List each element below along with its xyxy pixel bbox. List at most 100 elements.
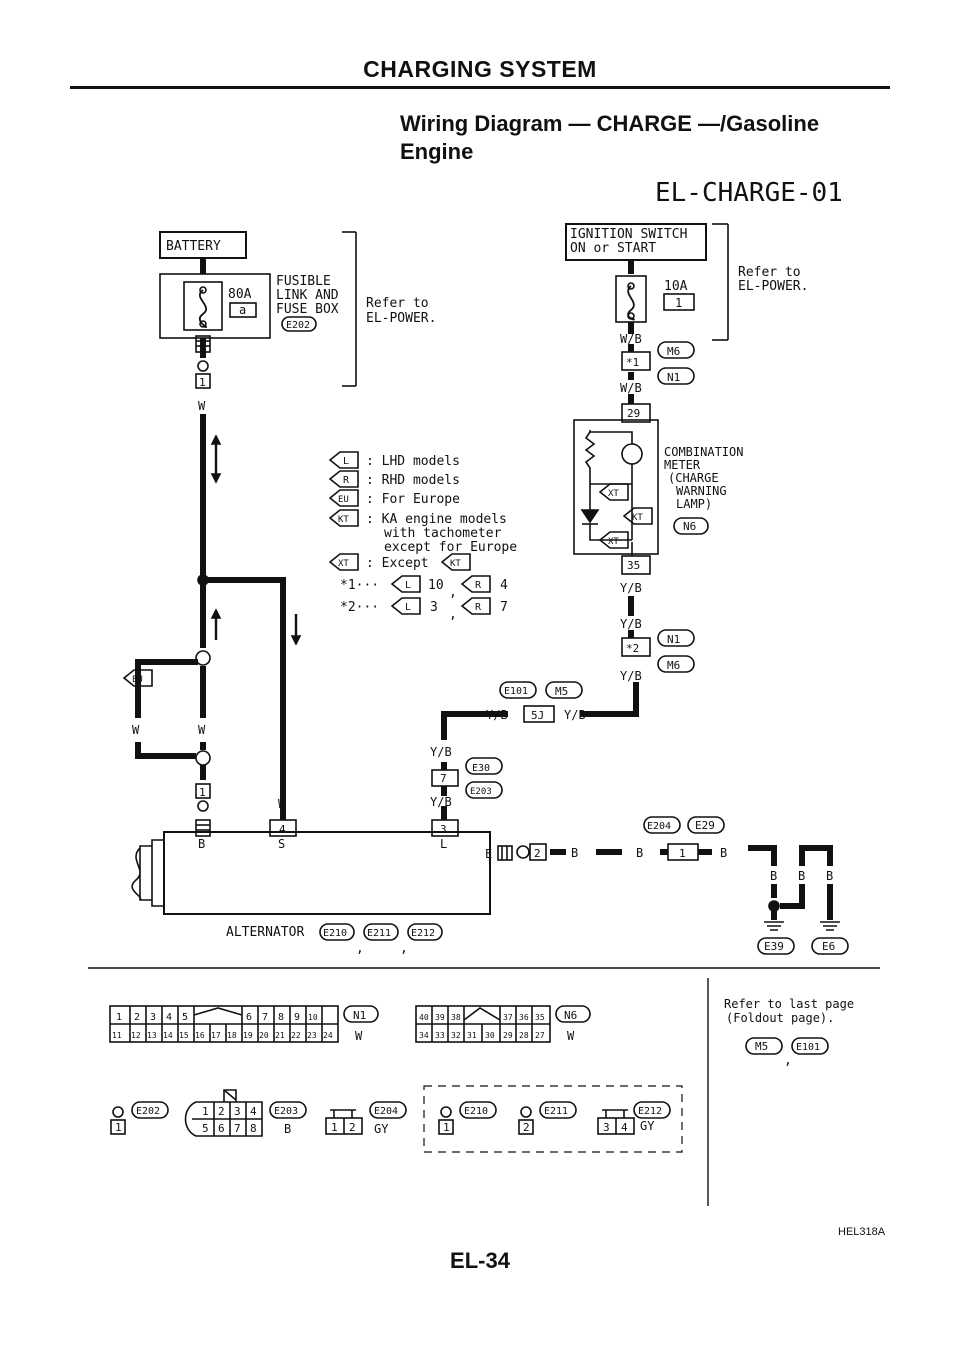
e202-term: 1 xyxy=(115,1121,122,1134)
e202-id: E202 xyxy=(136,1106,160,1117)
n1-t1: 1 xyxy=(116,1012,122,1023)
legend-tag-eu: EU xyxy=(338,495,349,505)
n6-t40: 40 xyxy=(419,1013,429,1022)
ignition-switch-box xyxy=(565,223,707,261)
e204-id: E204 xyxy=(374,1106,398,1117)
fuse-box-label-2: LINK AND xyxy=(276,288,339,303)
alt-label-s: S xyxy=(278,837,285,851)
n1-t14: 14 xyxy=(163,1031,173,1040)
n6-color: W xyxy=(567,1029,575,1043)
diode-symbol xyxy=(580,509,600,524)
e204-t2: 2 xyxy=(349,1121,356,1134)
legend-star2-tag-r: R xyxy=(475,602,482,613)
n6-t28: 28 xyxy=(519,1031,529,1040)
ground-wire-5: B xyxy=(798,869,805,883)
n1-id: N1 xyxy=(353,1009,366,1022)
meter-term-in: 29 xyxy=(627,407,640,420)
e203-t1: 1 xyxy=(202,1105,209,1118)
n6-t32: 32 xyxy=(451,1031,461,1040)
alt-label-b: B xyxy=(198,837,205,851)
alt-term-s: 4 xyxy=(279,823,286,836)
header-rule xyxy=(70,86,890,89)
alt-label-l: L xyxy=(440,837,447,851)
alternator-comma-1: , xyxy=(356,941,364,956)
n1-t20: 20 xyxy=(259,1031,269,1040)
n1-t22: 22 xyxy=(291,1031,301,1040)
right-wire-2: Y/B xyxy=(620,669,642,683)
n6-id: N6 xyxy=(564,1009,577,1022)
diagram-code: EL-CHARGE-01 xyxy=(655,178,843,208)
legend-tag-kt: KT xyxy=(338,515,349,525)
legend-desc-xt: : Except xyxy=(366,556,429,571)
right-wire-1: Y/B xyxy=(620,617,642,631)
n6-t29: 29 xyxy=(503,1031,513,1040)
legend-star1-l: 10 xyxy=(428,578,444,593)
battery-label: BATTERY xyxy=(166,239,221,254)
e203-t8: 8 xyxy=(250,1122,257,1135)
right-conn-a: N1 xyxy=(667,633,680,646)
foldout-line1: Refer to last page xyxy=(724,997,854,1011)
ground-symbol-e39 xyxy=(764,921,784,931)
n6-t36: 36 xyxy=(519,1013,529,1022)
ignition-conn-term: *1 xyxy=(626,356,639,369)
ignition-wire-bottom: W/B xyxy=(620,381,642,395)
ground-wire-2: B xyxy=(636,846,643,860)
fuse-box-frame xyxy=(159,273,271,339)
joint-conn-a: E101 xyxy=(504,686,528,697)
joint-conn-b: M5 xyxy=(555,685,568,698)
n1-t11: 11 xyxy=(112,1031,122,1040)
alternator-body xyxy=(163,831,491,915)
n6-t31: 31 xyxy=(467,1031,477,1040)
n1-t7: 7 xyxy=(262,1012,268,1023)
fuse-box-inner xyxy=(183,281,223,331)
n6-t39: 39 xyxy=(435,1013,445,1022)
alternator-conn-b: E211 xyxy=(367,928,391,939)
right-conn-b: M6 xyxy=(667,659,680,672)
meter-tag-xt-1: XT xyxy=(608,489,619,499)
n1-t6: 6 xyxy=(246,1012,252,1023)
battery-connector-body xyxy=(195,335,211,353)
connector-n1-terms: 1 2 3 4 5 6 7 8 9 10 11 12 13 14 15 16 1… xyxy=(112,1012,333,1040)
legend-star2-l: 3 xyxy=(430,600,438,615)
figure-id: HEL318A xyxy=(838,1226,886,1238)
ignition-conn-a: M6 xyxy=(667,345,680,358)
alternator-conn-c: E212 xyxy=(411,928,435,939)
alternator-pulley xyxy=(131,839,164,907)
n1-t5: 5 xyxy=(182,1012,188,1023)
meter-connector: N6 xyxy=(683,520,696,533)
b-wire-right: W xyxy=(198,723,206,737)
meter-term-out: 35 xyxy=(627,559,640,572)
meter-tag-xt-2: XT xyxy=(608,537,619,547)
ground-term: 2 xyxy=(534,847,541,860)
legend-star1-comma: , xyxy=(449,585,457,600)
warning-lamp-symbol xyxy=(621,443,643,465)
wire-eu-route xyxy=(135,659,198,718)
legend-desc-l: : LHD models xyxy=(366,454,460,469)
e212-id: E212 xyxy=(638,1106,662,1117)
joint-wire-left: Y/B xyxy=(486,708,508,722)
legend-star1: *1··· xyxy=(340,578,379,593)
e204-color: GY xyxy=(374,1122,389,1136)
l-wire-2: Y/B xyxy=(430,795,452,809)
n6-t33: 33 xyxy=(435,1031,445,1040)
alt-term-l: 3 xyxy=(440,823,447,836)
n1-t23: 23 xyxy=(307,1031,317,1040)
meter-label-3: (CHARGE xyxy=(668,471,719,485)
n1-t19: 19 xyxy=(243,1031,253,1040)
e211-id: E211 xyxy=(544,1106,568,1117)
legend-desc-r: : RHD models xyxy=(366,473,460,488)
ignition-refer-1: Refer to xyxy=(738,265,801,280)
legend-kt-line3: except for Europe xyxy=(384,540,517,555)
ignition-wire-top: W/B xyxy=(620,332,642,346)
n1-t4: 4 xyxy=(166,1012,172,1023)
n1-t9: 9 xyxy=(294,1012,300,1023)
ground-term-2: 1 xyxy=(679,847,686,860)
e203-id: E203 xyxy=(274,1106,298,1117)
e212-color: GY xyxy=(640,1119,655,1133)
l-conn-b: E203 xyxy=(470,787,492,797)
section-title-line2: Engine xyxy=(400,139,474,164)
ground-conn-a: E204 xyxy=(647,821,671,832)
ground-conn-e39: E39 xyxy=(764,940,784,953)
legend-desc-kt: : KA engine models xyxy=(366,512,507,527)
